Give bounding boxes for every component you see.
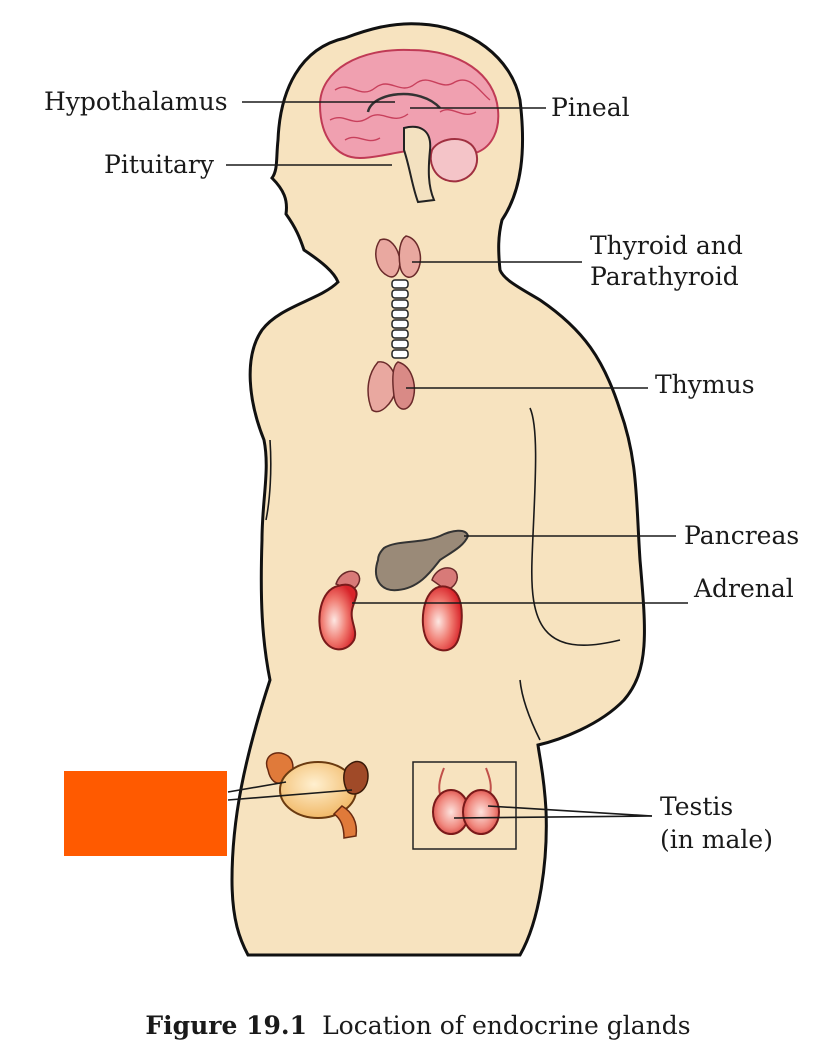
left-arm-line: [265, 439, 272, 521]
figure-caption: Figure 19.1 Location of endocrine glands: [145, 1011, 690, 1040]
caption-text: Location of endocrine glands: [322, 1011, 691, 1040]
brain: [318, 48, 500, 204]
body-silhouette: [230, 22, 646, 957]
hand-line: [519, 679, 541, 741]
label-redaction-box: [64, 771, 227, 856]
label-pineal: Pineal: [551, 93, 630, 122]
left-kidney: [318, 570, 361, 651]
label-pancreas: Pancreas: [684, 521, 799, 550]
label-thyroid-line1: Thyroid and: [590, 231, 743, 260]
thymus-gland: [367, 361, 416, 413]
label-testis-line1: Testis: [660, 792, 733, 821]
testis-gland: [432, 767, 500, 835]
label-thymus: Thymus: [655, 370, 755, 399]
ovary-uterus: [265, 752, 369, 839]
leader-testis-a: [487, 805, 653, 817]
trachea: [391, 279, 409, 359]
figure-number: Figure 19.1: [145, 1011, 307, 1040]
right-arm-line: [529, 407, 621, 646]
label-hypothalamus: Hypothalamus: [44, 87, 228, 116]
leader-testis-b: [453, 815, 653, 819]
thyroid-gland: [375, 235, 422, 278]
label-testis-line2: (in male): [660, 825, 773, 854]
testis-inset-frame: [412, 761, 517, 850]
label-pituitary: Pituitary: [104, 150, 215, 179]
label-thyroid-line2: Parathyroid: [590, 262, 739, 291]
leader-ovary-a: [227, 781, 287, 793]
leader-ovary-b: [227, 789, 353, 801]
label-adrenal: Adrenal: [693, 574, 794, 603]
